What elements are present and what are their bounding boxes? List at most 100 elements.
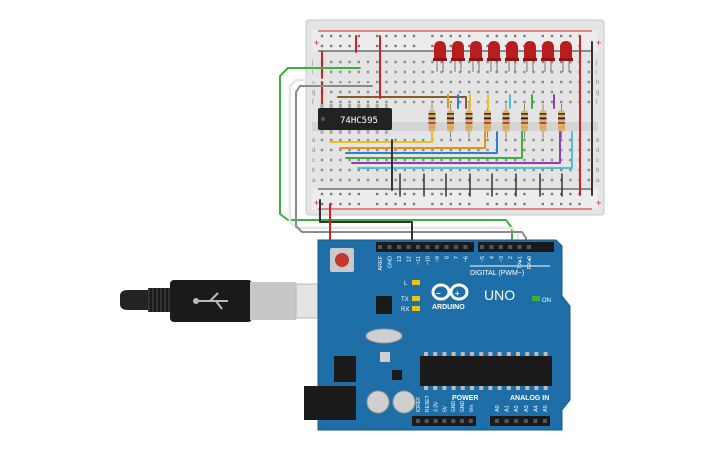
terminal-hole [394, 178, 397, 182]
terminal-hole [477, 100, 480, 104]
terminal-hole [412, 138, 416, 142]
terminal-hole [486, 60, 489, 64]
terminal-hole [403, 158, 406, 162]
power-pin-hole [468, 419, 473, 423]
terminal-hole [403, 100, 406, 104]
terminal-hole [422, 138, 425, 142]
terminal-hole [412, 60, 416, 64]
rail-hole [385, 34, 388, 38]
terminal-hole [560, 178, 563, 182]
atmega-pin [451, 352, 456, 356]
row-letter: f [312, 100, 314, 106]
atmega-chip [420, 356, 552, 386]
rail-hole [541, 34, 544, 38]
led [434, 41, 446, 60]
terminal-hole [477, 80, 480, 84]
rail-hole [458, 34, 462, 38]
terminal-hole [348, 60, 351, 64]
rail-hole [348, 202, 351, 206]
terminal-hole [412, 178, 416, 182]
usb-cable-end [120, 290, 150, 310]
terminal-hole [330, 100, 333, 104]
digital-pin-label: 4 [489, 256, 495, 259]
rail-hole [339, 192, 342, 196]
terminal-hole [339, 100, 342, 104]
terminal-hole [320, 148, 324, 152]
row-letter: b [312, 168, 316, 174]
digital-pin-label: 12 [407, 256, 413, 262]
rail-hole [440, 34, 443, 38]
terminal-hole [569, 168, 572, 172]
row-letter: j [595, 60, 597, 66]
terminal-hole [541, 90, 544, 94]
terminal-hole [504, 138, 508, 142]
chip-pins [320, 104, 388, 134]
terminal-hole [550, 148, 554, 152]
terminal-hole [422, 90, 425, 94]
terminal-hole [477, 158, 480, 162]
terminal-hole [486, 80, 489, 84]
led-l [412, 280, 420, 285]
digital-header-right [478, 242, 554, 252]
terminal-hole [339, 60, 342, 64]
reset-button-cap[interactable] [335, 253, 349, 267]
rail-plus-label-top: + [314, 38, 319, 48]
digital-pin-label: TX▸1 [518, 256, 524, 269]
terminal-hole [486, 178, 489, 182]
rail-hole [320, 44, 324, 48]
resistor-band [465, 126, 473, 129]
terminal-hole [412, 168, 416, 172]
terminal-hole [458, 138, 462, 142]
terminal-hole [569, 90, 572, 94]
wire-blue-1 [345, 131, 498, 154]
terminal-hole [431, 148, 434, 152]
terminal-hole [458, 100, 462, 104]
resistor-band [428, 113, 436, 115]
terminal-hole [532, 148, 535, 152]
digital-pin-label: ~11 [416, 256, 422, 265]
rail-hole [495, 34, 498, 38]
terminal-hole [403, 70, 406, 74]
terminal-hole [458, 148, 462, 152]
rail-hole [376, 192, 379, 196]
terminal-hole [477, 138, 480, 142]
rail-hole [458, 192, 462, 196]
wire-gray-clock [295, 85, 527, 247]
digital-pin-hole [444, 245, 449, 249]
rail-hole [560, 202, 563, 206]
rail-hole [348, 34, 351, 38]
rail-hole [449, 44, 452, 48]
terminal-hole [468, 60, 471, 64]
row-letter: g [596, 90, 599, 96]
terminal-hole [339, 70, 342, 74]
terminal-hole [330, 148, 333, 152]
digital-pin-hole [416, 245, 420, 249]
wire-green-data [279, 67, 513, 247]
row-letter: c [312, 158, 315, 164]
model-label: UNO [484, 287, 515, 303]
rail-hole [486, 34, 489, 38]
terminal-hole [449, 138, 452, 142]
power-label: POWER [452, 395, 478, 402]
terminal-hole [560, 60, 563, 64]
atmega-pin [497, 352, 502, 356]
terminal-hole [449, 158, 452, 162]
usb-plug-metal [250, 282, 296, 320]
terminal-hole [477, 148, 480, 152]
resistor-band [558, 122, 565, 124]
terminal-hole [468, 70, 471, 74]
rail-hole [523, 192, 526, 196]
terminal-hole [514, 100, 517, 104]
usb-symbol [196, 292, 228, 310]
rail-hole [330, 192, 333, 196]
terminal-hole [366, 168, 370, 172]
terminal-hole [403, 80, 406, 84]
rail-hole [385, 202, 388, 206]
terminal-hole [366, 158, 370, 162]
terminal-hole [348, 80, 351, 84]
digital-pin-label: ~10 [426, 256, 432, 265]
terminal-hole [569, 80, 572, 84]
digital-header-left [376, 242, 474, 252]
